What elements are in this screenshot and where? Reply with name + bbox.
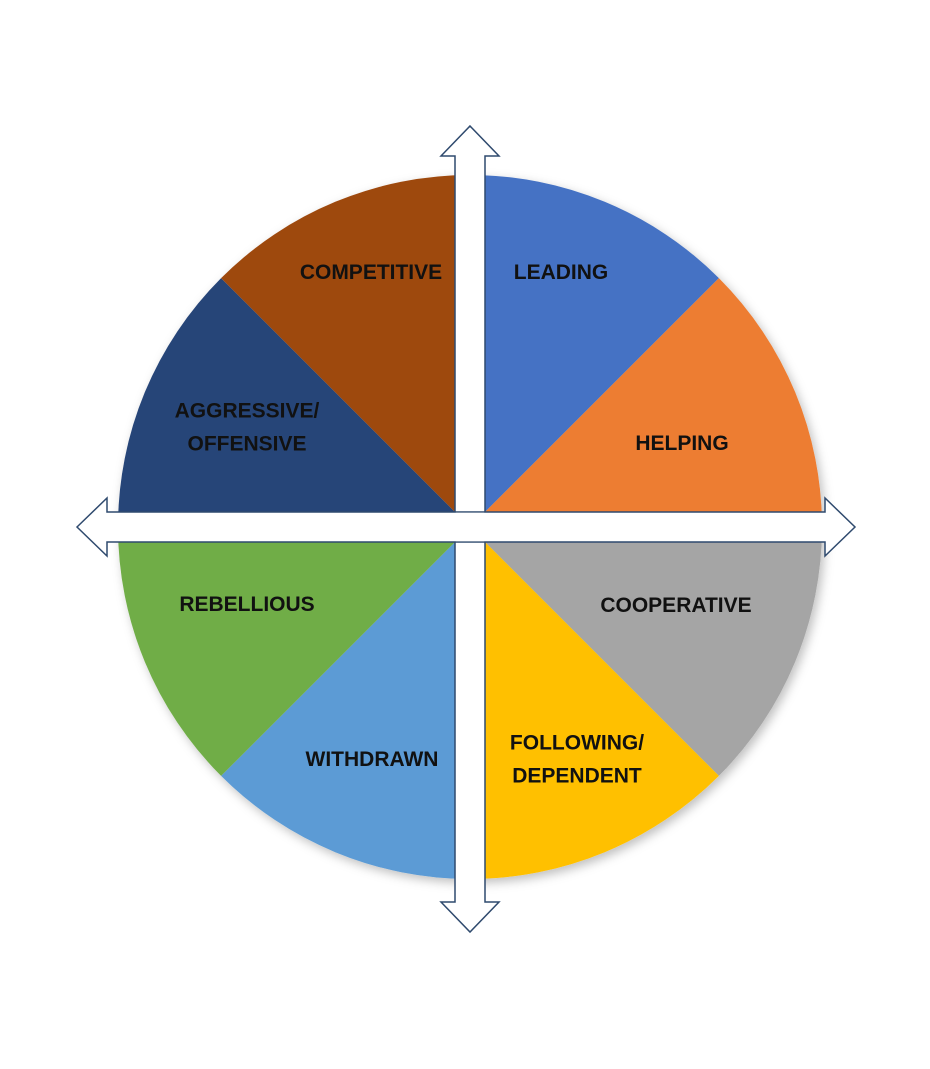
label-following-line: DEPENDENT xyxy=(512,765,642,788)
label-cooperative: COOPERATIVE xyxy=(600,594,751,617)
label-leading-line: LEADING xyxy=(514,261,609,284)
label-withdrawn: WITHDRAWN xyxy=(306,748,439,771)
segment-leading xyxy=(470,175,719,527)
label-cooperative-line: COOPERATIVE xyxy=(600,594,751,617)
label-following: FOLLOWING/DEPENDENT xyxy=(510,732,644,788)
arrow-crossing xyxy=(455,512,485,542)
label-aggressive-line: AGGRESSIVE/ xyxy=(175,400,320,423)
label-leading: LEADING xyxy=(514,261,609,284)
label-aggressive: AGGRESSIVE/OFFENSIVE xyxy=(175,400,320,456)
segment-helping xyxy=(470,278,822,527)
segment-competitive xyxy=(221,175,470,527)
label-following-line: FOLLOWING/ xyxy=(510,732,644,755)
segment-rebellious xyxy=(118,527,470,776)
segment-aggressive xyxy=(118,278,470,527)
label-helping-line: HELPING xyxy=(635,432,728,455)
label-competitive: COMPETITIVE xyxy=(300,261,442,284)
label-aggressive-line: OFFENSIVE xyxy=(187,433,306,456)
segment-cooperative xyxy=(470,527,822,776)
axis-arrows xyxy=(75,124,857,934)
label-competitive-line: COMPETITIVE xyxy=(300,261,442,284)
segment-following xyxy=(470,527,719,880)
label-rebellious-line: REBELLIOUS xyxy=(179,593,314,616)
label-withdrawn-line: WITHDRAWN xyxy=(306,748,439,771)
segment-withdrawn xyxy=(221,527,470,879)
wheel-segments xyxy=(118,175,822,880)
label-rebellious: REBELLIOUS xyxy=(179,593,314,616)
label-helping: HELPING xyxy=(635,432,728,455)
segment-labels: LEADING HELPING COOPERATIVE FOLLOWING/DEPEN… xyxy=(175,261,752,788)
